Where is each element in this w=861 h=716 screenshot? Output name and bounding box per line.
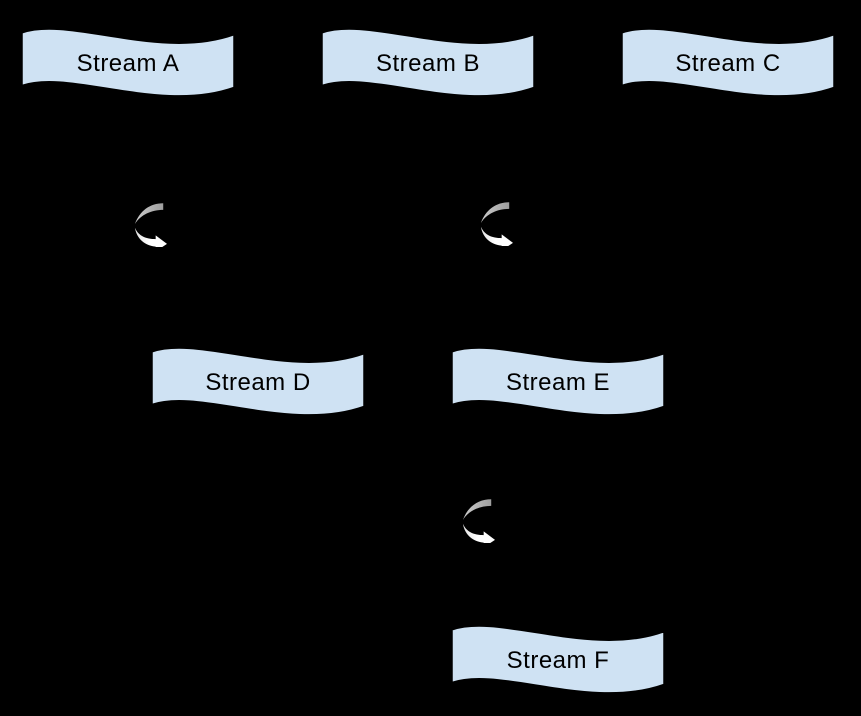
node-stream-f: Stream F	[450, 621, 666, 701]
wave-shape	[451, 347, 665, 416]
node-label: Stream D	[205, 369, 311, 396]
node-stream-a: Stream A	[20, 24, 236, 104]
node-stream-c: Stream C	[620, 24, 836, 104]
node-label: Stream E	[505, 369, 611, 396]
node-label: Stream A	[76, 50, 180, 77]
node-stream-e: Stream E	[450, 343, 666, 423]
node-label: Stream C	[675, 50, 781, 77]
loop-arrow-icon	[479, 200, 513, 246]
wave-shape	[621, 28, 835, 97]
loop-arrow-icon	[133, 201, 167, 247]
wave-shape	[321, 28, 535, 97]
node-label: Stream F	[506, 647, 610, 674]
node-stream-d: Stream D	[150, 343, 366, 423]
wave-shape	[151, 347, 365, 416]
wave-shape	[21, 28, 235, 97]
node-label: Stream B	[375, 50, 481, 77]
node-stream-b: Stream B	[320, 24, 536, 104]
wave-shape	[451, 625, 665, 694]
loop-arrow-icon	[461, 497, 495, 543]
